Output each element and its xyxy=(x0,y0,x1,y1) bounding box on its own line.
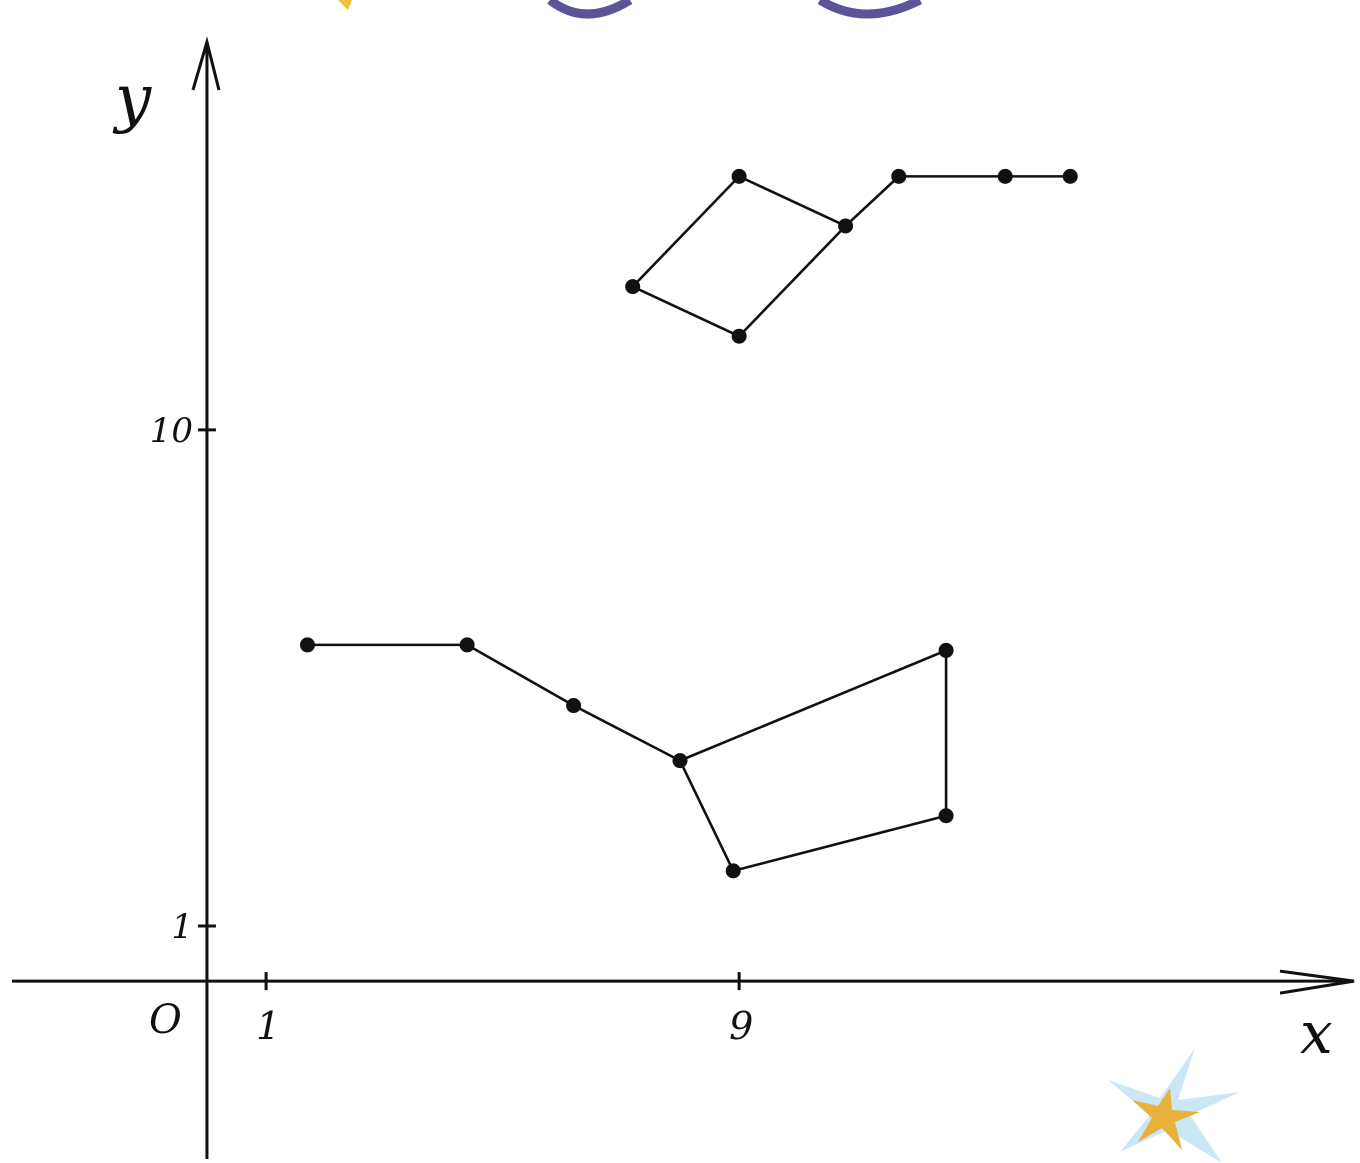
top-decoration xyxy=(338,0,923,19)
sparkle-star-icon xyxy=(1108,1048,1240,1163)
data-point xyxy=(891,168,907,184)
x-tick-label: 1 xyxy=(256,1004,280,1048)
data-point xyxy=(566,698,582,714)
data-point xyxy=(731,328,747,344)
series-1 xyxy=(625,168,1078,344)
x-axis-arrow xyxy=(1279,969,1355,995)
y-tick-label: 1 xyxy=(171,907,193,947)
axes: x yO xyxy=(12,36,1355,1159)
data-point xyxy=(838,218,854,234)
data-point xyxy=(725,863,741,879)
series-layer xyxy=(299,168,1078,879)
data-point xyxy=(672,753,688,769)
data-point xyxy=(625,279,641,295)
data-point xyxy=(1062,168,1078,184)
ticks-layer: 1 9 1 10 xyxy=(150,411,754,1048)
series-1-line xyxy=(631,175,1071,338)
data-point xyxy=(731,168,747,184)
x-tick-label: 9 xyxy=(729,1004,753,1048)
data-point xyxy=(938,808,954,824)
series-2 xyxy=(299,637,954,879)
purple-arc-icon xyxy=(817,0,923,19)
y-axis-label: y xyxy=(112,62,152,136)
data-point xyxy=(997,168,1013,184)
y-tick-label: 10 xyxy=(150,411,193,451)
data-point xyxy=(459,637,475,653)
data-point xyxy=(938,642,954,658)
x-axis-label: x xyxy=(1300,999,1333,1067)
series-2-line xyxy=(307,643,948,873)
yellow-star-icon xyxy=(338,0,352,10)
data-point xyxy=(299,637,315,653)
origin-label: O xyxy=(149,997,182,1043)
y-axis-arrow xyxy=(191,36,221,91)
purple-arc-icon xyxy=(547,0,633,19)
